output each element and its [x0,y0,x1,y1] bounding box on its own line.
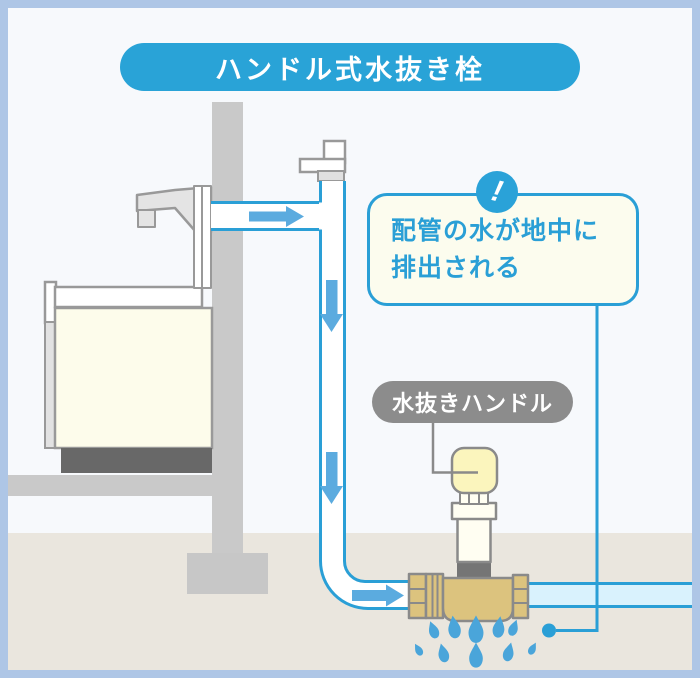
title-text: ハンドル式水抜き栓 [215,54,485,85]
handle-label: 水抜きハンドル [372,381,573,423]
flow-arrow-down-lower [320,452,343,504]
flow-arrow-right-top [249,206,304,227]
bench-beam [8,475,243,496]
callout-line-2: 排出される [391,254,522,282]
flow-arrow-right-bottom [352,584,404,607]
exclamation-icon: ! [476,171,518,213]
drain-handle[interactable] [450,446,499,495]
underground-supply-pipe [528,582,692,608]
label-leader-line [431,421,478,474]
faucet-riser [193,185,203,289]
faucet-riser [201,185,212,289]
standpipe-top-fitting [298,139,347,182]
title-banner: ハンドル式水抜き栓 [120,43,580,91]
support-pillar [8,102,268,594]
valve-stem-pipe [456,515,492,564]
valve-neck-band [457,560,491,582]
sink-basin [53,306,214,450]
water-pipe [211,181,409,610]
drain-valve [407,446,530,623]
valve-flange [450,501,498,521]
handle-label-text: 水抜きハンドル [391,391,553,416]
callout-leader-line [542,304,599,638]
faucet-spout [137,209,156,228]
flow-arrow-down-upper [320,280,343,332]
sink-counter [53,285,204,309]
pillar-foundation [187,553,268,594]
faucet [135,185,213,289]
callout-line-1: 配管の水が地中に [391,217,600,245]
flow-arrows [249,206,404,607]
leader-dot [542,623,556,638]
sink [43,280,214,473]
sink-base [61,448,212,473]
valve-body [407,572,530,623]
